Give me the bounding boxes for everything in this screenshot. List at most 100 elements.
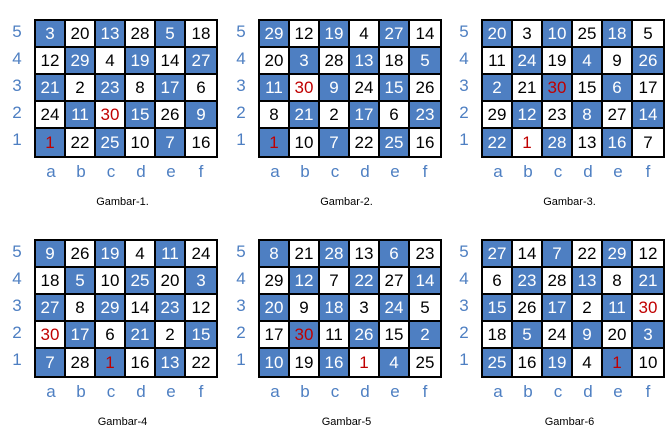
column-label: d [136,382,146,401]
grid-cell-c3: 17 [543,295,573,322]
grid-cell-a2: 8 [260,102,290,129]
grid-cell-b3: 26 [513,295,543,322]
grid-cell-e1: 4 [380,349,410,376]
grid-cell-e4: 27 [380,268,410,295]
grid-cell-d4: 19 [126,48,156,75]
row-label: 2 [12,323,22,342]
grid-cell-d3: 24 [350,75,380,102]
column-label: d [360,162,370,181]
column-label: c [106,382,116,401]
grid-cell-b3: 8 [66,295,96,322]
grid-cell-e3: 17 [156,75,186,102]
grid-cell-f4: 26 [633,48,663,75]
grid-cell-e1: 25 [380,129,410,156]
grid-cell-d2: 15 [126,102,156,129]
grid-cell-a3: 15 [483,295,513,322]
grid-cell-b4: 29 [66,48,96,75]
grid-cell-d5: 13 [350,241,380,268]
grid-cell-c3: 29 [96,295,126,322]
grid-cell-e3: 11 [603,295,633,322]
grid-cell-b2: 11 [66,102,96,129]
row-label: 1 [236,130,246,149]
row-label: 5 [459,22,469,41]
row-label: 1 [236,350,246,369]
grid-cell-e5: 27 [380,21,410,48]
grid-cell-d1: 4 [573,349,603,376]
grid-cell-f3: 30 [633,295,663,322]
column-label: c [106,162,116,181]
grid-cell-b1: 10 [290,129,320,156]
grid-cell-e4: 20 [156,268,186,295]
grid-cell-d5: 4 [126,241,156,268]
grid-cell-b1: 28 [66,349,96,376]
grid-cell-f2: 2 [410,322,440,349]
grid-cell-e3: 6 [603,75,633,102]
board-caption: Gambar-4 [97,416,148,428]
grid-cell-d4: 4 [573,48,603,75]
grid-cell-a2: 29 [483,102,513,129]
grid-cell-b3: 2 [66,75,96,102]
column-label: d [360,382,370,401]
grid-cell-f1: 25 [415,352,435,372]
board-caption: Gambar-6 [544,416,595,428]
grid-cell-d4: 13 [350,48,380,75]
row-label: 2 [459,323,469,342]
grid-cell-a4: 29 [260,268,290,295]
row-label: 3 [236,296,246,315]
grid-cell-e1: 7 [156,129,186,156]
grid-cell-f2: 15 [186,322,216,349]
grid-cell-b3: 9 [290,295,320,322]
column-label: c [330,162,340,181]
grid-cell-f1: 16 [415,132,435,152]
grid-cell-e5: 11 [156,241,186,268]
column-label: a [270,382,280,401]
column-label: b [300,162,310,181]
row-label: 1 [459,350,469,369]
grid-cell-d2: 8 [573,102,603,129]
grid-cell-d1: 13 [573,129,603,156]
column-label: b [76,162,86,181]
column-label: f [645,162,651,181]
board-caption: Gambar-2. [320,196,373,208]
row-label: 5 [12,22,22,41]
grid-cell-a5: 9 [36,241,66,268]
grid-cell-f4: 27 [186,48,216,75]
grid-cell-b3: 21 [513,75,543,102]
grid-cell-c2: 24 [543,322,573,349]
column-label: e [390,382,400,401]
grid-cell-a4: 11 [483,48,513,75]
grid-cell-b2: 5 [513,322,543,349]
grid-cell-a1: 25 [483,349,513,376]
grid-cell-a5: 20 [483,21,513,48]
grid-cell-e3: 24 [380,295,410,322]
column-label: d [583,382,593,401]
column-label: e [166,162,176,181]
grid-cell-e2: 6 [380,102,410,129]
grid-cell-c3: 30 [543,75,573,102]
grid-cell-a5: 29 [260,21,290,48]
grid-cell-b5: 26 [66,241,96,268]
grid-cell-b4: 3 [290,48,320,75]
grid-cell-f2: 9 [186,102,216,129]
grid-cell-f1: 10 [638,352,658,372]
grid-cell-a5: 3 [36,21,66,48]
row-label: 4 [12,269,22,288]
grid-cell-e2: 20 [603,322,633,349]
grid-cell-b4: 5 [66,268,96,295]
grid-cell-c2: 2 [320,102,350,129]
column-label: e [613,382,623,401]
grid-cell-c5: 28 [320,241,350,268]
grid-cell-d3: 15 [573,75,603,102]
row-label: 1 [12,350,22,369]
grid-cell-d4: 25 [126,268,156,295]
grid-cell-b2: 12 [513,102,543,129]
grid-cell-b1: 1 [513,129,543,156]
column-label: a [493,382,503,401]
